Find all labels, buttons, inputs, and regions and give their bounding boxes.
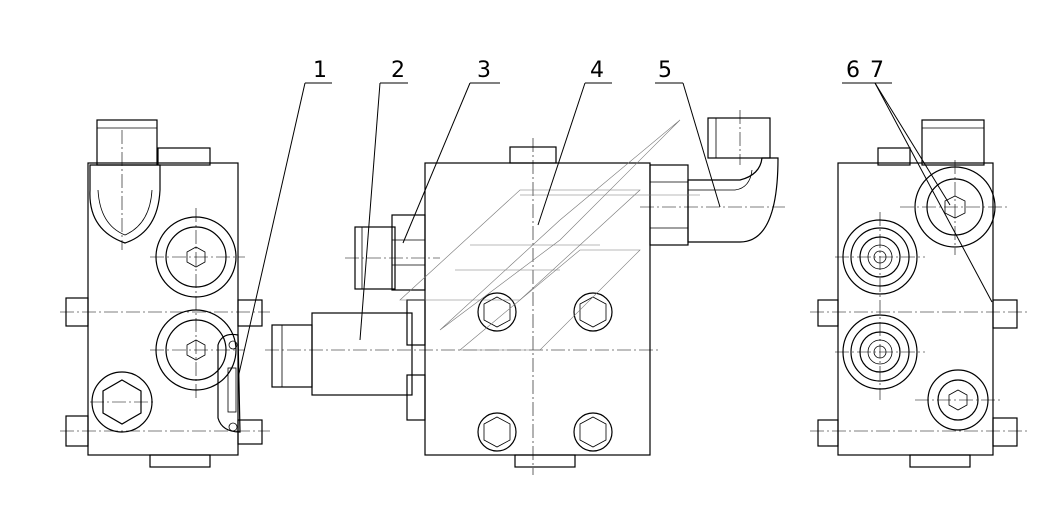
right-side-view (810, 119, 1030, 468)
callout-1: 1 (313, 58, 327, 83)
callout-5: 5 (658, 58, 672, 83)
callout-3: 3 (477, 58, 491, 83)
left-side-view (60, 119, 270, 468)
bolt-heads (477, 292, 613, 452)
callout-leaders (237, 82, 993, 379)
callout-4: 4 (590, 58, 604, 83)
callout-labels: 1 2 3 4 5 6 7 (313, 58, 884, 83)
callout-2: 2 (391, 58, 405, 83)
watermark-logo (399, 119, 700, 351)
front-view (265, 110, 785, 475)
callout-7: 7 (870, 58, 884, 83)
callout-6: 6 (846, 58, 860, 83)
